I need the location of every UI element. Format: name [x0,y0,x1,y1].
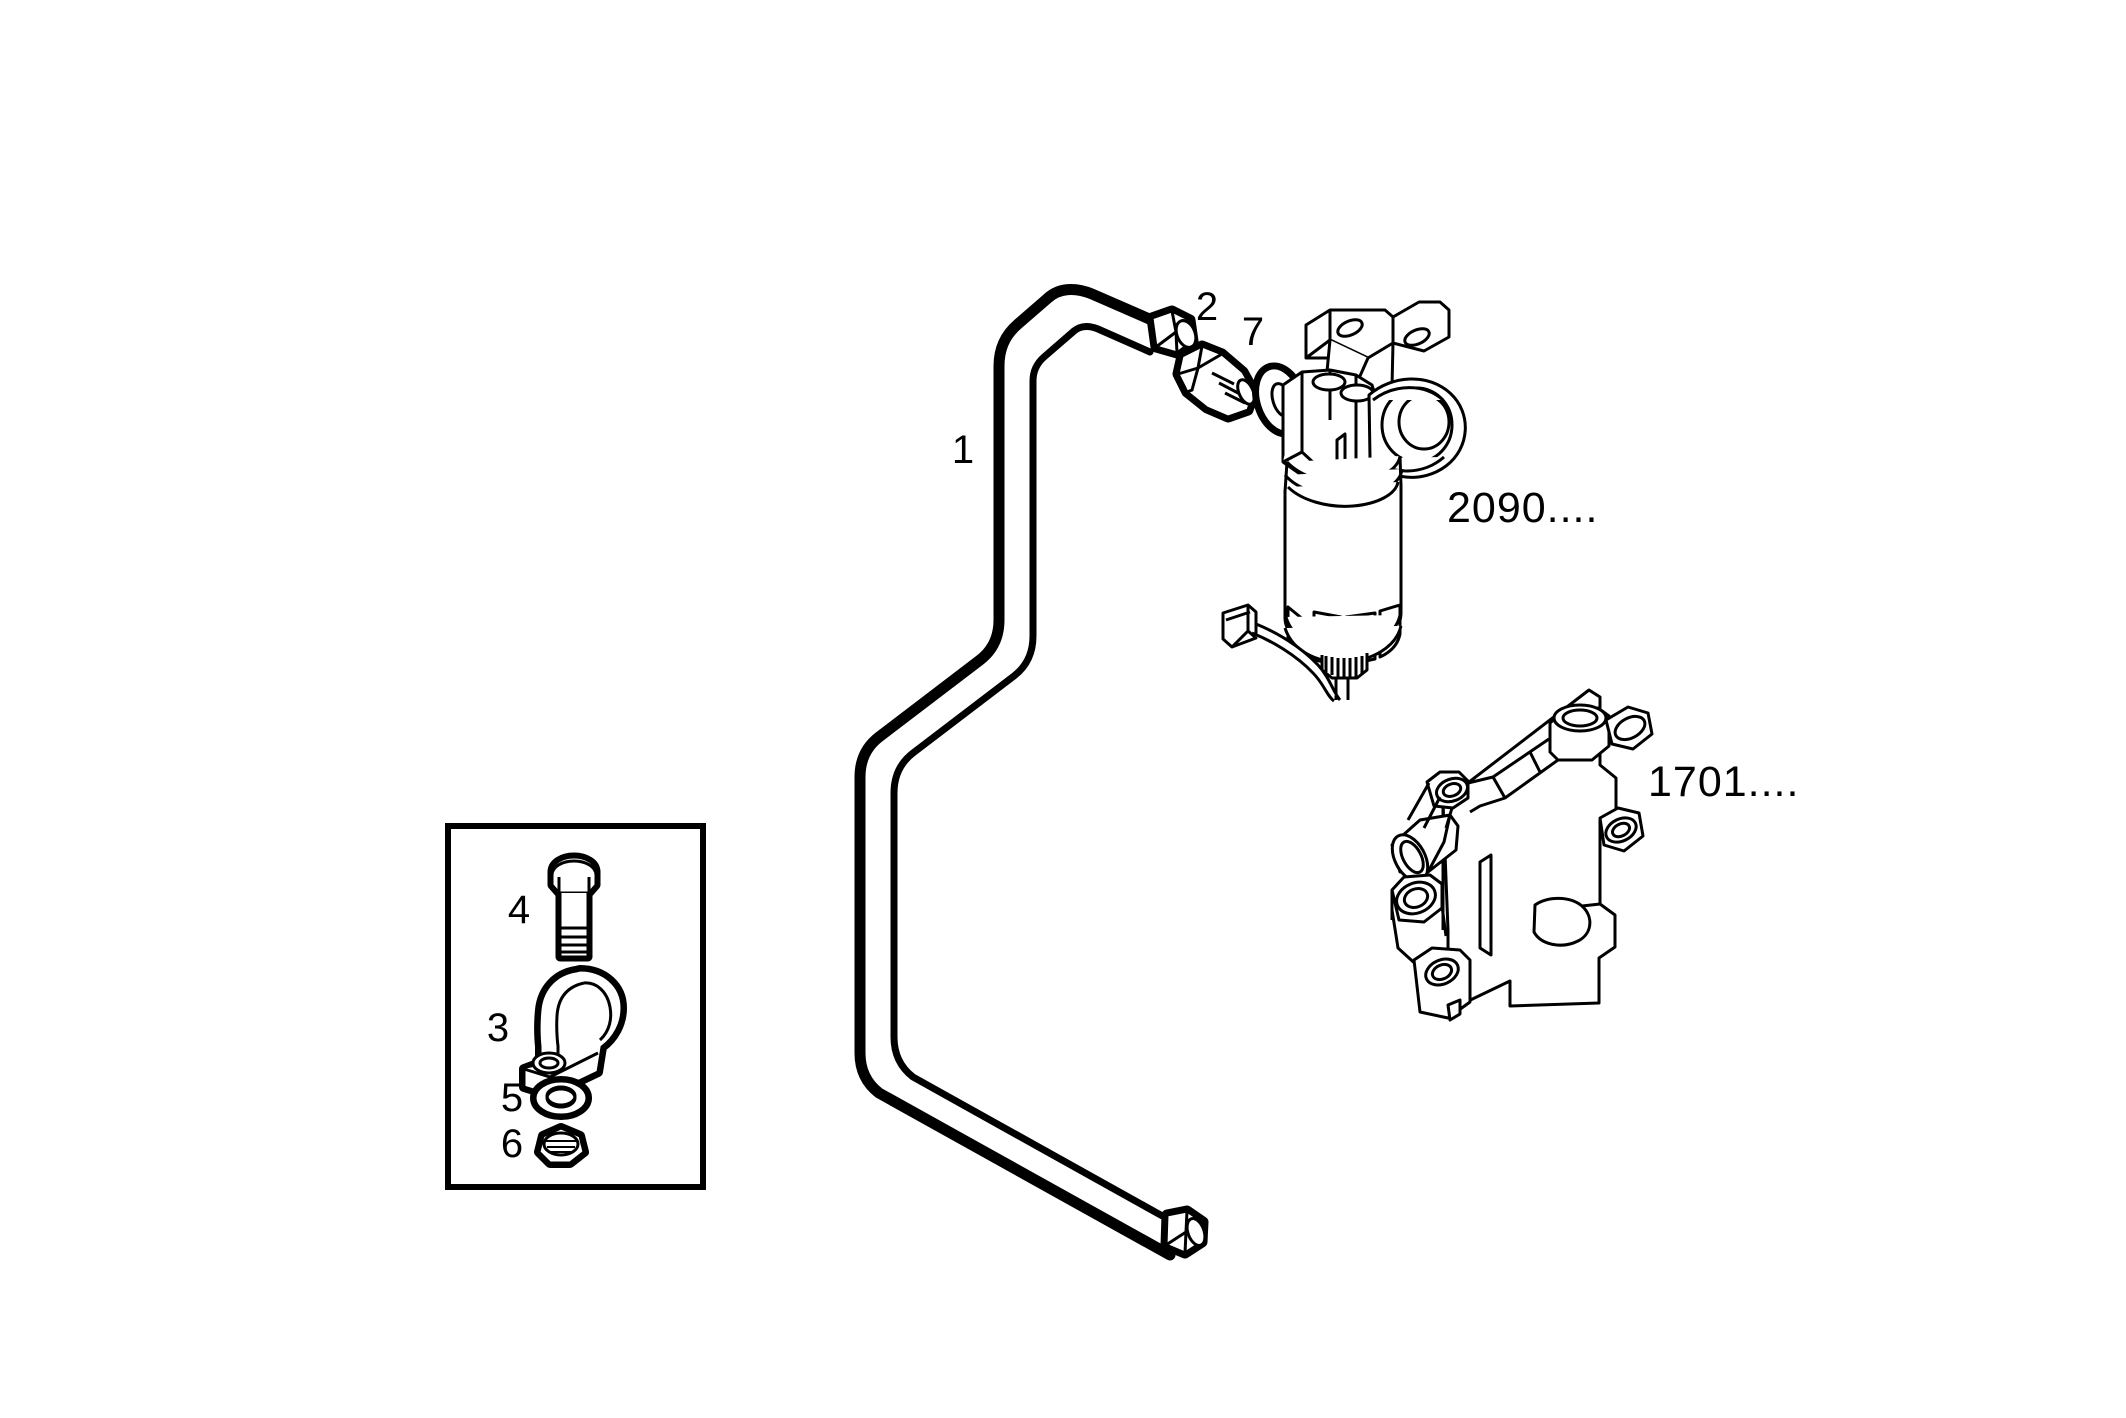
flat-washer [530,1076,592,1120]
callout-6: 6 [501,1122,523,1166]
callout-3: 3 [487,1006,509,1050]
fuel-filter-assembly [1221,300,1467,703]
pipe-end-nut-lower [1160,1205,1209,1259]
callout-5: 5 [501,1076,523,1120]
fuel-pipe-line [854,284,1176,1261]
hex-nut [534,1123,589,1168]
reference-1701: 1701.... [1648,758,1799,806]
pipe-clamp [519,965,627,1100]
callout-1: 1 [952,428,974,472]
callout-7: 7 [1242,310,1264,354]
callout-2: 2 [1196,285,1218,329]
hex-bolt [547,852,601,962]
hollow-banjo-bolt [1172,340,1260,423]
pipe-end-nut [1146,305,1199,359]
callout-4: 4 [508,888,530,932]
reference-2090: 2090.... [1447,484,1598,532]
mounting-bracket [1390,688,1654,1022]
